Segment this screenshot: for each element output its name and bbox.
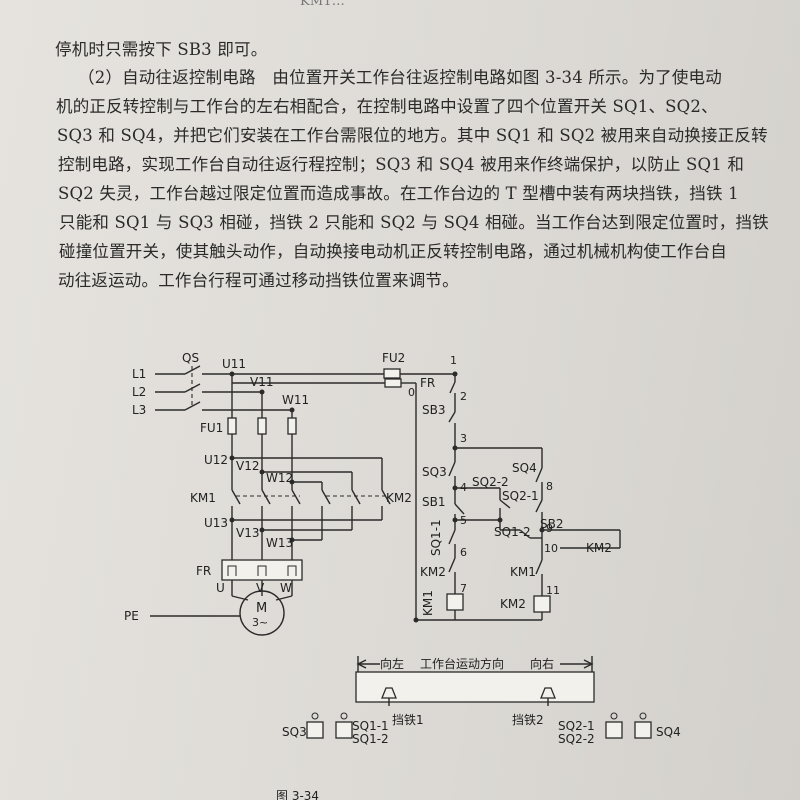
label-U12: U12: [204, 453, 228, 467]
label-KM2-coil: KM2: [500, 597, 526, 611]
node-8: 8: [546, 480, 553, 493]
label-stop2: 挡铁2: [512, 713, 544, 727]
label-QS: QS: [182, 351, 199, 365]
text-line-9: 动往返运动。工作台行程可通过移动挡铁位置来调节。: [58, 271, 459, 290]
label-FU1: FU1: [200, 421, 223, 435]
node-3: 3: [460, 432, 467, 445]
label-SB1: SB1: [422, 495, 445, 509]
label-bottom-SQ4: SQ4: [656, 725, 681, 739]
worktable: [355, 656, 595, 706]
label-FU2: FU2: [382, 351, 405, 365]
label-L3: L3: [132, 403, 146, 417]
node-9: 9: [546, 522, 553, 535]
label-right: 向右: [530, 656, 554, 671]
limit-switches: [306, 712, 652, 739]
label-KM1-interlock: KM1: [510, 565, 536, 579]
label-V11: V11: [250, 375, 273, 389]
label-left: 向左: [380, 656, 404, 671]
label-KM2-aux: KM2: [586, 541, 612, 555]
label-bottom-SQ2-1: SQ2-1: [558, 719, 595, 733]
control-circuit: [232, 368, 621, 623]
label-KM2-interlock: KM2: [420, 565, 446, 579]
text-line-5: 控制电路，实现工作台自动往返行程控制；SQ3 和 SQ4 被用来作终端保护，以防…: [58, 155, 745, 174]
label-W11: W11: [282, 393, 309, 407]
label-KM2-main: KM2: [386, 491, 412, 505]
label-V12: V12: [236, 459, 259, 473]
label-motor-phase: 3~: [252, 616, 268, 629]
label-bottom-SQ1-1: SQ1-1: [352, 719, 389, 733]
label-SB3: SB3: [422, 403, 445, 417]
label-bottom-SQ2-2: SQ2-2: [558, 732, 595, 746]
label-bottom-SQ3: SQ3: [282, 725, 307, 739]
node-1: 1: [450, 354, 457, 367]
power-circuit: [150, 365, 455, 636]
label-W13: W13: [266, 536, 293, 550]
text-line-8: 碰撞位置开关，使其触头动作，自动换接电动机正反转控制电路，通过机械机构使工作台自: [59, 242, 727, 261]
label-bottom-SQ1-2: SQ1-2: [352, 732, 389, 746]
label-stop1: 挡铁1: [392, 713, 424, 727]
figure-caption: 图 3-34: [276, 789, 319, 800]
node-10: 10: [544, 542, 558, 555]
label-W12: W12: [266, 471, 293, 485]
text-line-6: SQ2 失灵，工作台越过限定位置而造成事故。在工作台边的 T 型槽中装有两块挡铁…: [58, 184, 739, 203]
label-SQ3: SQ3: [422, 465, 447, 479]
node-5: 5: [460, 514, 467, 527]
label-U: U: [216, 581, 225, 595]
text-line-4: SQ3 和 SQ4，并把它们安装在工作台需限位的地方。其中 SQ1 和 SQ2 …: [57, 126, 768, 145]
label-SQ1-2: SQ1-2: [494, 525, 531, 539]
node-11: 11: [546, 584, 560, 597]
header-fragment: KM1...: [300, 0, 345, 9]
label-L2: L2: [132, 385, 146, 399]
label-KM1-main: KM1: [190, 491, 216, 505]
label-V13: V13: [236, 526, 259, 540]
label-PE: PE: [124, 609, 139, 623]
label-U11: U11: [222, 357, 246, 371]
node-0: 0: [408, 386, 415, 399]
label-FR-ctrl: FR: [420, 376, 435, 390]
label-FR-main: FR: [196, 564, 211, 578]
label-SQ2-1: SQ2-1: [502, 489, 539, 503]
node-7: 7: [460, 582, 467, 595]
label-U13: U13: [204, 516, 228, 530]
text-line-3: 机的正反转控制与工作台的左右相配合，在控制电路中设置了四个位置开关 SQ1、SQ…: [56, 97, 718, 116]
text-line-1: 停机时只需按下 SB3 即可。: [55, 40, 268, 59]
label-SQ4: SQ4: [512, 461, 537, 475]
label-motor-M: M: [256, 601, 267, 616]
label-W: W: [280, 581, 292, 595]
text-line-7: 只能和 SQ1 与 SQ3 相碰，挡铁 2 只能和 SQ2 与 SQ4 相碰。当…: [59, 213, 769, 232]
label-L1: L1: [132, 367, 146, 381]
label-direction: 工作台运动方向: [420, 656, 504, 671]
text-line-2: （2）自动往返控制电路 由位置开关工作台往返控制电路如图 3-34 所示。为了使…: [78, 68, 722, 87]
node-2: 2: [460, 390, 467, 403]
node-6: 6: [460, 546, 467, 559]
label-SB2: SB2: [540, 517, 563, 531]
label-V: V: [256, 581, 265, 595]
node-4: 4: [460, 481, 467, 494]
label-SQ2-2: SQ2-2: [472, 475, 509, 489]
label-SQ1-1: SQ1-1: [429, 519, 443, 556]
label-KM1-coil: KM1: [421, 590, 435, 616]
